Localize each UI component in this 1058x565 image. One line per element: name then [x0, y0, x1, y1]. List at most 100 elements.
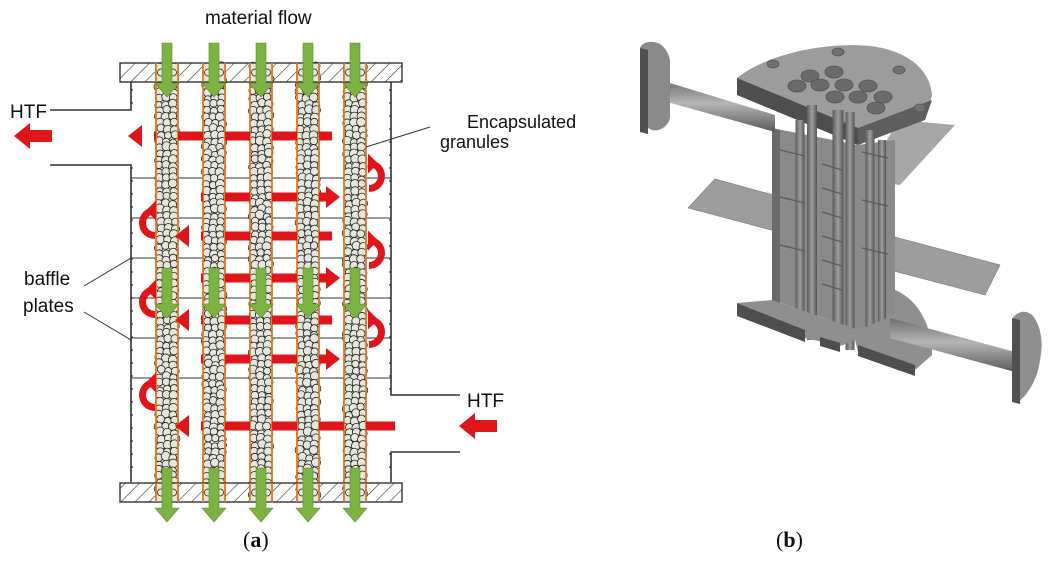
granule [263, 366, 272, 375]
turn-arrow-head [146, 279, 156, 300]
wall-dot [389, 336, 391, 338]
granule [357, 179, 366, 188]
arrow-head-left [175, 415, 189, 437]
wall-dot [389, 141, 391, 143]
bolt-hole [913, 103, 927, 113]
wall-dot [131, 206, 133, 208]
granule [169, 346, 179, 356]
granule [216, 260, 226, 270]
tube-hole [787, 79, 807, 93]
tube-holes [766, 47, 927, 115]
tube-hole [824, 65, 844, 79]
htf-flow-segment [319, 131, 332, 141]
inlet-nozzle-top-wall [390, 82, 460, 396]
granule [264, 408, 273, 417]
arrow-head-left [128, 125, 142, 147]
htf-flow-segment [201, 273, 203, 283]
htf-flow-segment [272, 192, 297, 202]
granule [211, 434, 220, 443]
wall-dot [131, 388, 133, 390]
shell-cut-edge [772, 128, 780, 304]
granule [356, 254, 366, 264]
arrow-head-left [175, 225, 189, 247]
htf-flow-segment [225, 231, 250, 241]
htf-flow-segment [225, 315, 250, 325]
wall-dot [389, 271, 391, 273]
caption-b-letter: b [783, 527, 796, 552]
inlet-flange [1013, 311, 1042, 402]
bottom-flange-edge-left [737, 303, 805, 342]
granule [309, 241, 319, 250]
wall-dot [389, 232, 391, 234]
turn-arrow-body [139, 207, 155, 239]
htf-flow-segment [225, 192, 250, 202]
granule [215, 329, 224, 338]
material-flow-arrow [248, 42, 274, 98]
granule [204, 433, 213, 443]
bolt-hole [831, 47, 845, 57]
outlet-nozzle-bottom-wall [50, 164, 132, 482]
turn-arrow-body [369, 160, 385, 192]
wall-dot [389, 193, 391, 195]
granule [202, 105, 212, 115]
htf-flow-segment [272, 315, 297, 325]
granule [210, 254, 220, 263]
wall-dot [131, 271, 133, 273]
tube-hole [866, 101, 886, 115]
wall-dot [131, 440, 133, 442]
tube-hole [834, 78, 854, 92]
granule [256, 248, 265, 257]
htf-flow-segment [319, 231, 332, 241]
granule [162, 105, 171, 114]
wall-dot [131, 258, 133, 260]
turn-arrow-head [146, 200, 156, 221]
htf-turn-arrows [139, 153, 385, 411]
internal-tube [845, 112, 855, 350]
wall-dot [131, 453, 133, 455]
granule [356, 229, 366, 239]
htf-flow-segment [225, 273, 250, 283]
figure-a-schematic: material flow HTF Encapsulated granules … [0, 0, 576, 560]
wall-dot [131, 245, 133, 247]
tube-hole [858, 79, 878, 93]
turn-arrow-body [139, 379, 155, 411]
htf-flow-segment [201, 315, 203, 325]
encapsulated-label-line2: granules [440, 132, 510, 152]
wall-dot [389, 167, 391, 169]
material-flow-arrow [154, 267, 180, 319]
granule [351, 359, 360, 368]
tube [294, 61, 322, 502]
htf-flow-segment [201, 421, 203, 431]
wall-dot [131, 466, 133, 468]
granule [216, 242, 225, 251]
htf-flow-segment [154, 131, 156, 141]
arrow-head-right [326, 348, 340, 370]
wall-dot [389, 258, 391, 260]
granule [162, 191, 171, 201]
granule [308, 92, 319, 103]
granule [209, 99, 218, 108]
granule [216, 217, 225, 226]
material-flow-arrow [295, 42, 321, 98]
material-flow-arrow [201, 42, 227, 98]
material-flow-arrow [342, 467, 368, 523]
htf-flow-segment [225, 354, 250, 364]
granule [308, 445, 319, 455]
internal-tube [878, 140, 886, 330]
material-flow-arrow [154, 467, 180, 523]
htf-flow-segment [272, 273, 297, 283]
wall-dot [389, 219, 391, 221]
caption-b: (b) [776, 527, 803, 552]
internal-tube [832, 110, 844, 345]
baffle-label-line1: baffle [24, 269, 71, 290]
granule [215, 371, 225, 382]
htf-flow-segment [225, 131, 250, 141]
htf-flow-segment [319, 421, 344, 431]
wall-dot [131, 167, 133, 169]
htf-flow-segment [272, 421, 297, 431]
top-flange-edge-right [858, 100, 932, 145]
wall-dot [131, 180, 133, 182]
wall-dot [131, 349, 133, 351]
material-flow-arrow [342, 42, 368, 98]
granule [343, 247, 353, 257]
